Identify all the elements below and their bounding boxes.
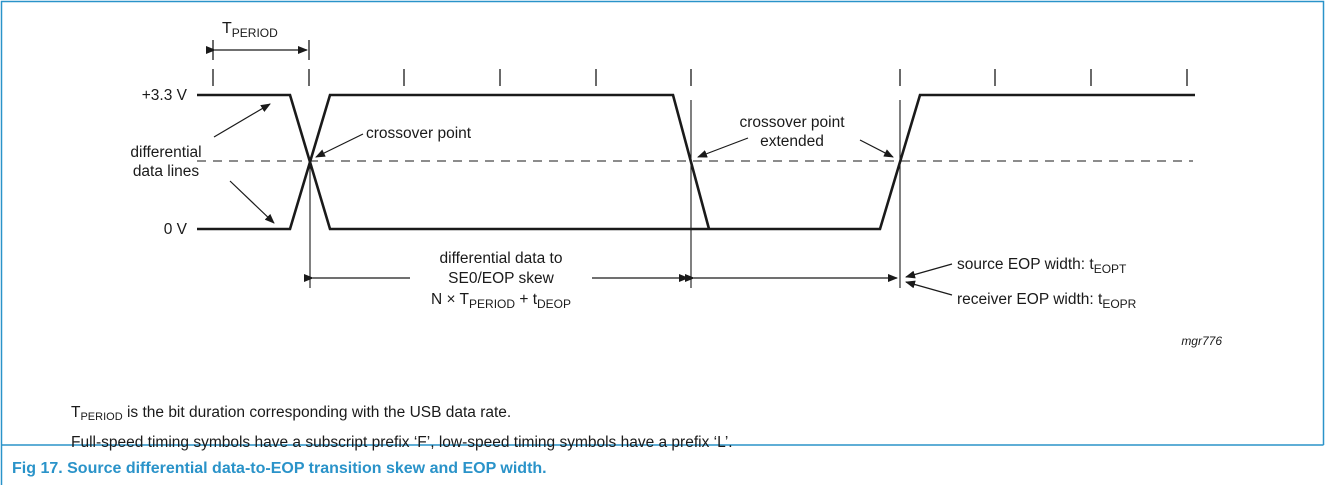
differential-arrow-up <box>213 103 271 138</box>
tperiod-note: TPERIOD is the bit duration correspondin… <box>71 404 512 423</box>
skew-label-line2: SE0/EOP skew <box>448 270 554 287</box>
receiver-eop-label: receiver EOP width: tEOPR <box>957 291 1137 311</box>
crossover-extended-label-line1: crossover point <box>739 114 845 131</box>
differential-label-line1: differential <box>130 144 201 161</box>
crossover-extended-arrow-right <box>859 139 894 158</box>
differential-arrow-down <box>229 180 275 224</box>
waveforms <box>197 93 1195 231</box>
timing-prefix-note: Full-speed timing symbols have a subscri… <box>71 434 733 451</box>
crossover-extended-label-line2: extended <box>760 133 824 150</box>
crossover-arrow <box>315 133 364 158</box>
bit-period-ticks <box>212 69 1188 86</box>
receiver-eop-arrow <box>905 280 953 296</box>
high-level-label: +3.3 V <box>142 87 188 104</box>
crossover-label: crossover point <box>366 125 472 142</box>
low-level-label: 0 V <box>164 221 188 238</box>
figure-caption: Fig 17. Source differential data-to-EOP … <box>12 460 547 477</box>
tperiod-label: TPERIOD <box>222 20 278 40</box>
waveform-d-minus <box>197 93 711 231</box>
eop-timing-diagram: TPERIOD +3.3 V 0 V differential data lin… <box>130 20 1222 348</box>
source-eop-arrow <box>905 263 953 279</box>
figure-id: mgr776 <box>1181 334 1222 348</box>
source-eop-label: source EOP width: tEOPT <box>957 256 1127 276</box>
differential-label-line2: data lines <box>133 163 200 180</box>
waveform-d-plus <box>197 93 1195 231</box>
skew-formula: N × TPERIOD + tDEOP <box>431 291 571 311</box>
crossover-extended-arrow-left <box>697 137 749 158</box>
skew-label-line1: differential data to <box>440 250 563 267</box>
